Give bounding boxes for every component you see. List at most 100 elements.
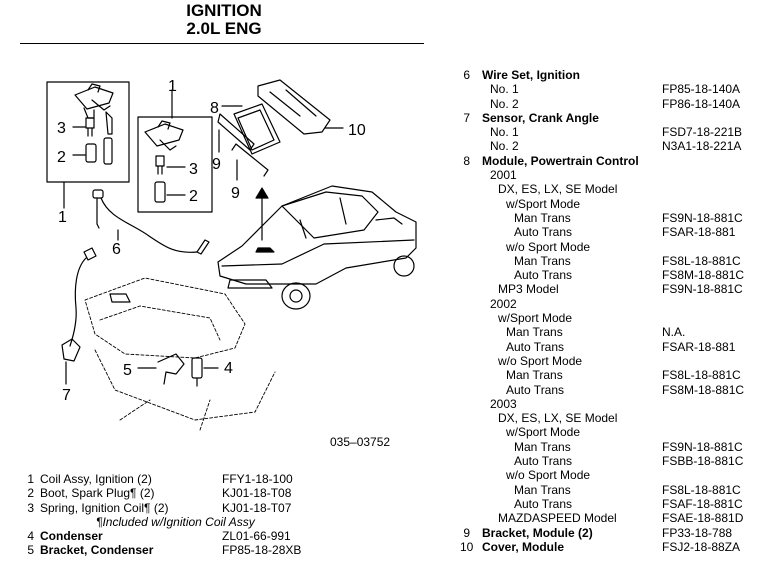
part-description: MAZDASPEED Model (498, 511, 617, 526)
parts-row: 10 Cover, Module FSJ2-18-88ZA (460, 540, 760, 554)
part-number: FSAE-18-881D (662, 511, 744, 526)
part-number: FSJ2-18-88ZA (662, 539, 741, 554)
module-cover (257, 79, 344, 135)
part-description: DX, ES, LX, SE Model (498, 411, 618, 426)
part-number: ZL01-66-991 (222, 529, 291, 544)
title-line-1: IGNITION (186, 1, 262, 20)
part-description: Man Trans (514, 253, 571, 268)
parts-row: 2002 (460, 297, 760, 311)
part-description: No. 1 (490, 82, 519, 97)
part-description: 2001 (490, 168, 517, 183)
part-description: Auto Trans (514, 454, 573, 469)
ignition-wire-set (92, 189, 210, 255)
part-number: KJ01-18-T08 (222, 486, 292, 501)
ref-number: 5 (27, 543, 34, 558)
ref-number: 1 (27, 472, 34, 486)
part-number: FSD7-18-221B (662, 125, 743, 140)
part-description: No. 2 (490, 139, 519, 154)
engine-bracket (109, 293, 131, 303)
callout-1-right: 1 (168, 78, 177, 95)
ref-number: 7 (463, 110, 470, 125)
part-number: FP33-18-788 (662, 525, 733, 540)
part-number: FP86-18-140A (662, 96, 741, 111)
page-title: IGNITION 2.0L ENG (20, 2, 428, 38)
ref-number: 8 (463, 153, 470, 168)
part-description: Bracket, Module (2) (482, 525, 593, 540)
part-description: Cover, Module (482, 539, 565, 554)
parts-row: Man Trans FS8L-18-881C (460, 368, 760, 382)
parts-row: w/Sport Mode (460, 197, 760, 211)
car-illustration (217, 185, 417, 310)
part-description: Auto Trans (506, 339, 565, 354)
part-description: Module, Powertrain Control (482, 153, 639, 168)
part-description: 2003 (490, 396, 517, 411)
callout-9-top: 9 (212, 156, 221, 173)
parts-row: 2003 (460, 397, 760, 411)
part-number: FS8L-18-881C (662, 368, 741, 383)
part-number: FSAR-18-881 (662, 225, 736, 240)
part-description: No. 2 (490, 96, 519, 111)
part-description: Man Trans (514, 210, 571, 225)
part-description: Auto Trans (506, 382, 565, 397)
part-description: Bracket, Condenser (40, 543, 154, 558)
parts-row: MP3 Model FS9N-18-881C (460, 282, 760, 296)
parts-row: Auto Trans FSAR-18-881 (460, 340, 760, 354)
parts-row: w/o Sport Mode (460, 354, 760, 368)
parts-row: No. 2 FP86-18-140A (460, 97, 760, 111)
ref-number: 10 (460, 539, 474, 554)
part-description: 2002 (490, 296, 517, 311)
ref-number: 6 (463, 68, 470, 82)
part-description: w/Sport Mode (498, 311, 573, 326)
part-description: Man Trans (506, 325, 563, 340)
condenser (191, 357, 219, 387)
part-description: DX, ES, LX, SE Model (498, 182, 618, 197)
part-description: Spring, Ignition Coil¶ (2) (40, 500, 169, 515)
callout-4: 4 (224, 360, 233, 377)
part-number: FSAR-18-881 (662, 339, 736, 354)
part-description: Man Trans (506, 368, 563, 383)
parts-row: w/o Sport Mode (460, 468, 760, 482)
exploded-parts-diagram: 1 1 2 2 3 3 4 5 6 7 8 9 9 10 035–03752 (46, 78, 417, 449)
part-description: w/o Sport Mode (506, 239, 591, 254)
part-number: KJ01-18-T07 (222, 500, 292, 515)
callout-3-right: 3 (189, 161, 198, 178)
part-number: FS9N-18-881C (662, 439, 743, 454)
part-description: w/Sport Mode (506, 425, 581, 440)
crank-angle-sensor (61, 247, 97, 385)
parts-row: w/Sport Mode (460, 311, 760, 325)
part-number: FP85-18-140A (662, 82, 741, 97)
coil-box-right (137, 89, 213, 213)
part-number: FFY1-18-100 (222, 472, 293, 486)
part-description: Auto Trans (514, 496, 573, 511)
module-bracket-1 (217, 113, 255, 153)
callout-5: 5 (123, 362, 132, 379)
part-number: N.A. (662, 325, 686, 340)
part-description: Auto Trans (514, 225, 573, 240)
part-description: w/o Sport Mode (498, 353, 583, 368)
part-number: N3A1-18-221A (662, 139, 742, 154)
part-description: w/Sport Mode (506, 196, 581, 211)
callout-2-right: 2 (189, 188, 198, 205)
parts-row: 8 Module, Powertrain Control (460, 154, 760, 168)
part-description: w/o Sport Mode (506, 468, 591, 483)
coil-box-left (46, 81, 130, 183)
part-description: MP3 Model (498, 282, 559, 297)
parts-row: 2001 (460, 168, 760, 182)
part-number: FS9N-18-881C (662, 282, 743, 297)
parts-row: DX, ES, LX, SE Model (460, 411, 760, 425)
callout-2-left: 2 (57, 149, 66, 166)
ref-number: 2 (27, 486, 34, 501)
parts-row: w/Sport Mode (460, 425, 760, 439)
